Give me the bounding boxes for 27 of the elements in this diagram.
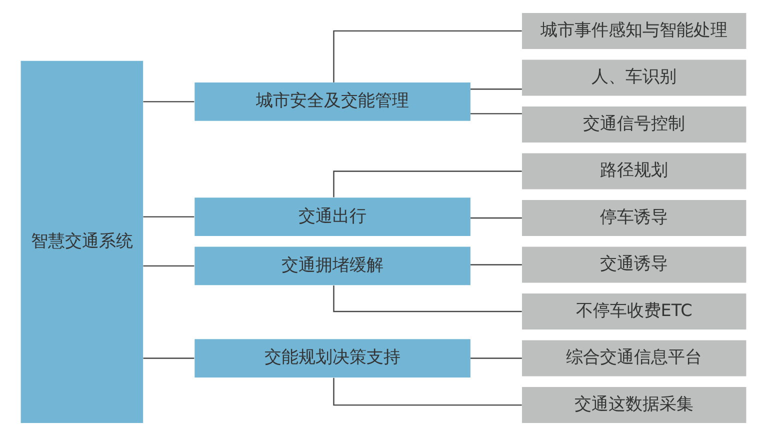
- node-box: 交通出行: [194, 198, 470, 236]
- connector: [470, 264, 522, 266]
- connector: [143, 216, 194, 218]
- node-box: 交通信号控制: [522, 106, 746, 142]
- node-box: 智慧交通系统: [20, 60, 144, 424]
- connector: [333, 286, 522, 312]
- node-box: 城市事件感知与智能处理: [522, 12, 746, 49]
- connector: [470, 113, 522, 114]
- connector: [470, 217, 522, 219]
- connector: [470, 88, 522, 90]
- connector: [333, 170, 522, 198]
- node-box: 交通诱导: [522, 246, 746, 283]
- connector: [143, 101, 194, 102]
- node-box: 综合交通信息平台: [522, 340, 746, 376]
- connector: [333, 378, 522, 406]
- connector: [333, 30, 522, 82]
- connector: [143, 265, 194, 267]
- node-box: 交通拥堵缓解: [194, 246, 470, 286]
- node-box: 路径规划: [522, 153, 746, 190]
- node-box: 交通这数据采集: [522, 387, 746, 424]
- connector: [143, 358, 194, 359]
- node-box: 交能规划决策支持: [194, 339, 470, 378]
- node-box: 城市安全及交能管理: [194, 82, 470, 121]
- node-box: 人、车识别: [522, 60, 746, 96]
- connector: [470, 358, 522, 359]
- node-box: 不停车收费ETC: [522, 294, 746, 330]
- node-box: 停车诱导: [522, 200, 746, 236]
